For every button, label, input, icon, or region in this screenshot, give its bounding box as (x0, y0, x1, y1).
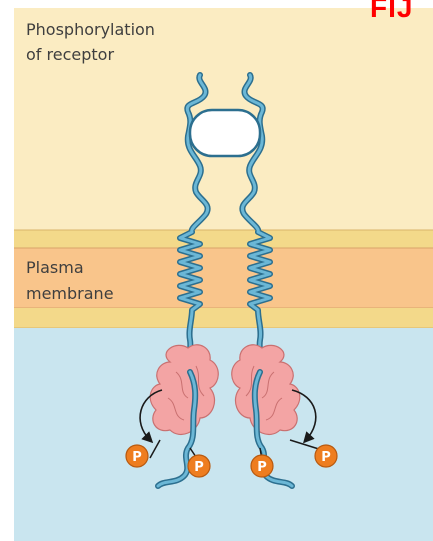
phosphate-group: P (315, 445, 337, 467)
ligand-capsule-icon (190, 110, 260, 156)
phosphate-label: P (132, 450, 142, 465)
cytoplasm-region (14, 328, 433, 541)
diagram-title-line-1: Phosphorylation (26, 20, 155, 39)
membrane-label-line-1: Plasma (26, 258, 84, 277)
membrane-outer-leaflet (14, 230, 433, 248)
diagram-title-line-2: of receptor (26, 45, 114, 64)
corner-mark: FIJ (370, 0, 413, 24)
phosphate-label: P (257, 460, 267, 475)
phosphate-group: P (188, 455, 210, 477)
phosphate-label: P (194, 460, 204, 475)
membrane-inner-leaflet (14, 308, 433, 328)
phosphate-group: P (251, 455, 273, 477)
phosphate-group: P (126, 445, 148, 467)
membrane-label-line-2: membrane (26, 284, 114, 303)
phosphate-label: P (321, 450, 331, 465)
